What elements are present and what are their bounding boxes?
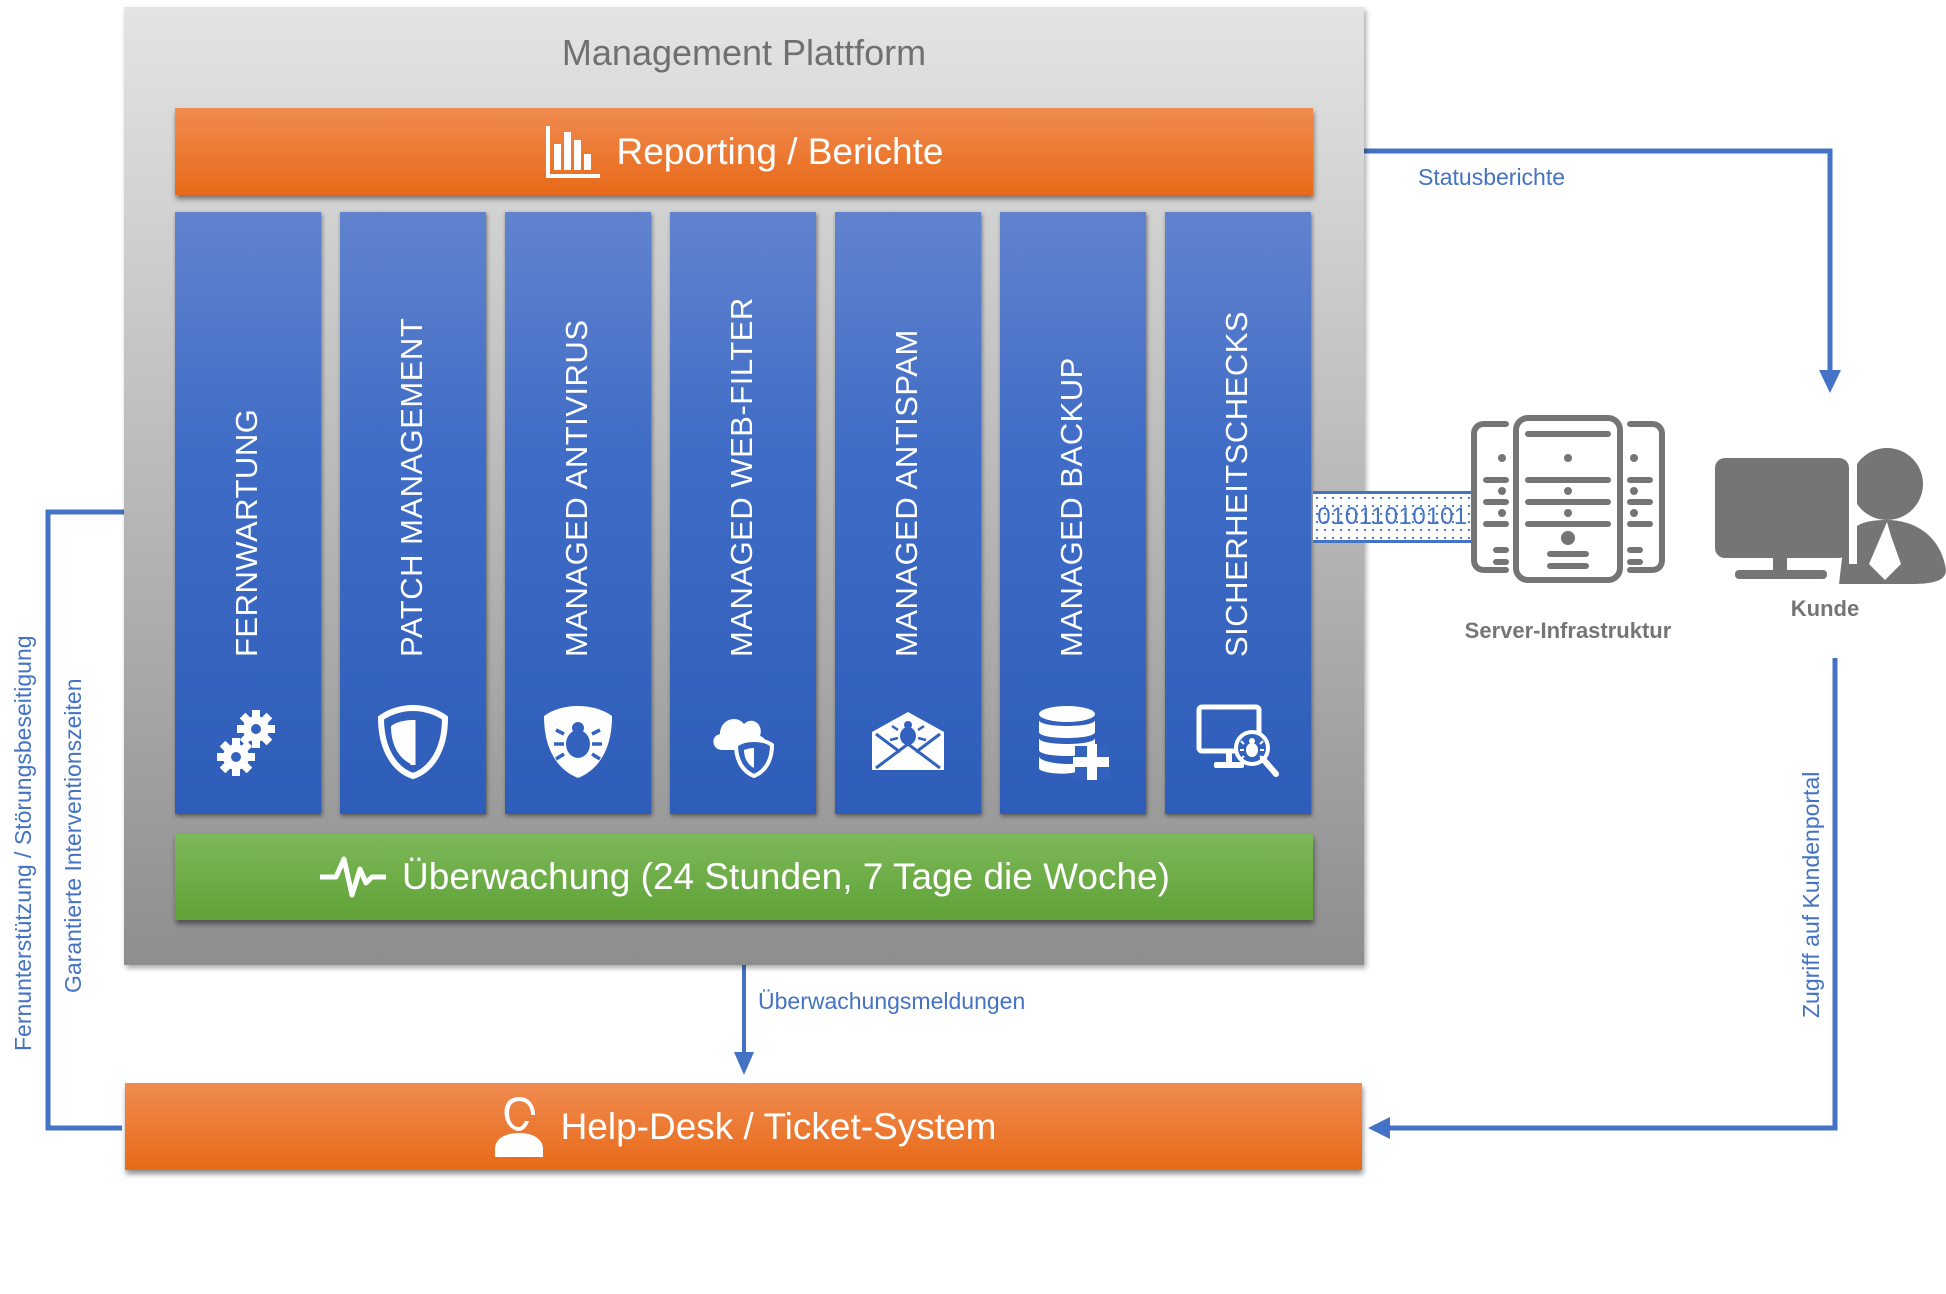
reporting-bar[interactable]: Reporting / Berichte	[175, 108, 1313, 195]
cloud-shield-icon	[670, 700, 816, 784]
service-label: MANAGED ANTISPAM	[889, 329, 924, 657]
heartbeat-icon	[320, 856, 387, 898]
monitoring-label: Überwachung (24 Stunden, 7 Tage die Woch…	[402, 856, 1170, 897]
platform-title: Management Plattform	[561, 32, 927, 73]
bug-shield-icon	[505, 700, 651, 784]
monitoring-messages-arrowhead	[734, 1052, 754, 1075]
customer-icon	[1715, 440, 1946, 585]
service-column-managed-antispam[interactable]: MANAGED ANTISPAM	[835, 212, 981, 814]
bar-chart-icon	[546, 125, 601, 178]
customer-label: Kunde	[1790, 596, 1860, 621]
service-column-managed-antivirus[interactable]: MANAGED ANTIVIRUS	[505, 212, 651, 814]
gears-icon	[175, 700, 321, 784]
status-reports-arrowhead	[1819, 370, 1841, 393]
service-column-fernwartung[interactable]: FERNWARTUNG	[175, 212, 321, 814]
service-label: MANAGED BACKUP	[1054, 357, 1089, 657]
service-column-managed-web-filter[interactable]: MANAGED WEB-FILTER	[670, 212, 816, 814]
database-plus-icon	[1000, 700, 1146, 784]
bug-envelope-icon	[835, 700, 981, 784]
service-label: MANAGED WEB-FILTER	[724, 297, 759, 657]
status-reports-arrow	[1316, 148, 1833, 388]
shield-icon	[340, 700, 486, 784]
service-label: MANAGED ANTIVIRUS	[559, 319, 594, 658]
guaranteed-times-label: Garantierte Interventionszeiten	[60, 678, 86, 993]
reporting-label: Reporting / Berichte	[616, 130, 944, 172]
service-column-managed-backup[interactable]: MANAGED BACKUP	[1000, 212, 1146, 814]
service-label: FERNWARTUNG	[229, 408, 264, 657]
remote-support-arrow	[45, 509, 150, 1131]
service-column-patch-management[interactable]: PATCH MANAGEMENT	[340, 212, 486, 814]
server-infrastructure-icon	[1470, 414, 1666, 610]
monitor-bug-search-icon	[1165, 700, 1311, 784]
server-infrastructure-label: Server-Infrastruktur	[1464, 618, 1672, 643]
binary-data-strip: 01011010101	[1313, 491, 1472, 543]
service-column-sicherheitschecks[interactable]: SICHERHEITSCHECKS	[1165, 212, 1311, 814]
status-reports-label: Statusberichte	[1418, 164, 1566, 190]
remote-support-label: Fernunterstützung / Störungsbeseitigung	[10, 635, 36, 1051]
customer-portal-arrow	[1382, 658, 1838, 1131]
monitoring-bar[interactable]: Überwachung (24 Stunden, 7 Tage die Woch…	[175, 834, 1313, 920]
support-agent-icon	[494, 1096, 543, 1157]
monitoring-messages-label: Überwachungsmeldungen	[758, 988, 1026, 1014]
helpdesk-bar[interactable]: Help-Desk / Ticket-System	[125, 1083, 1362, 1170]
customer-portal-label: Zugriff auf Kundenportal	[1798, 771, 1824, 1018]
helpdesk-label: Help-Desk / Ticket-System	[560, 1105, 997, 1147]
service-label: PATCH MANAGEMENT	[394, 317, 429, 657]
customer-portal-arrowhead	[1368, 1117, 1390, 1139]
service-label: SICHERHEITSCHECKS	[1219, 310, 1254, 657]
